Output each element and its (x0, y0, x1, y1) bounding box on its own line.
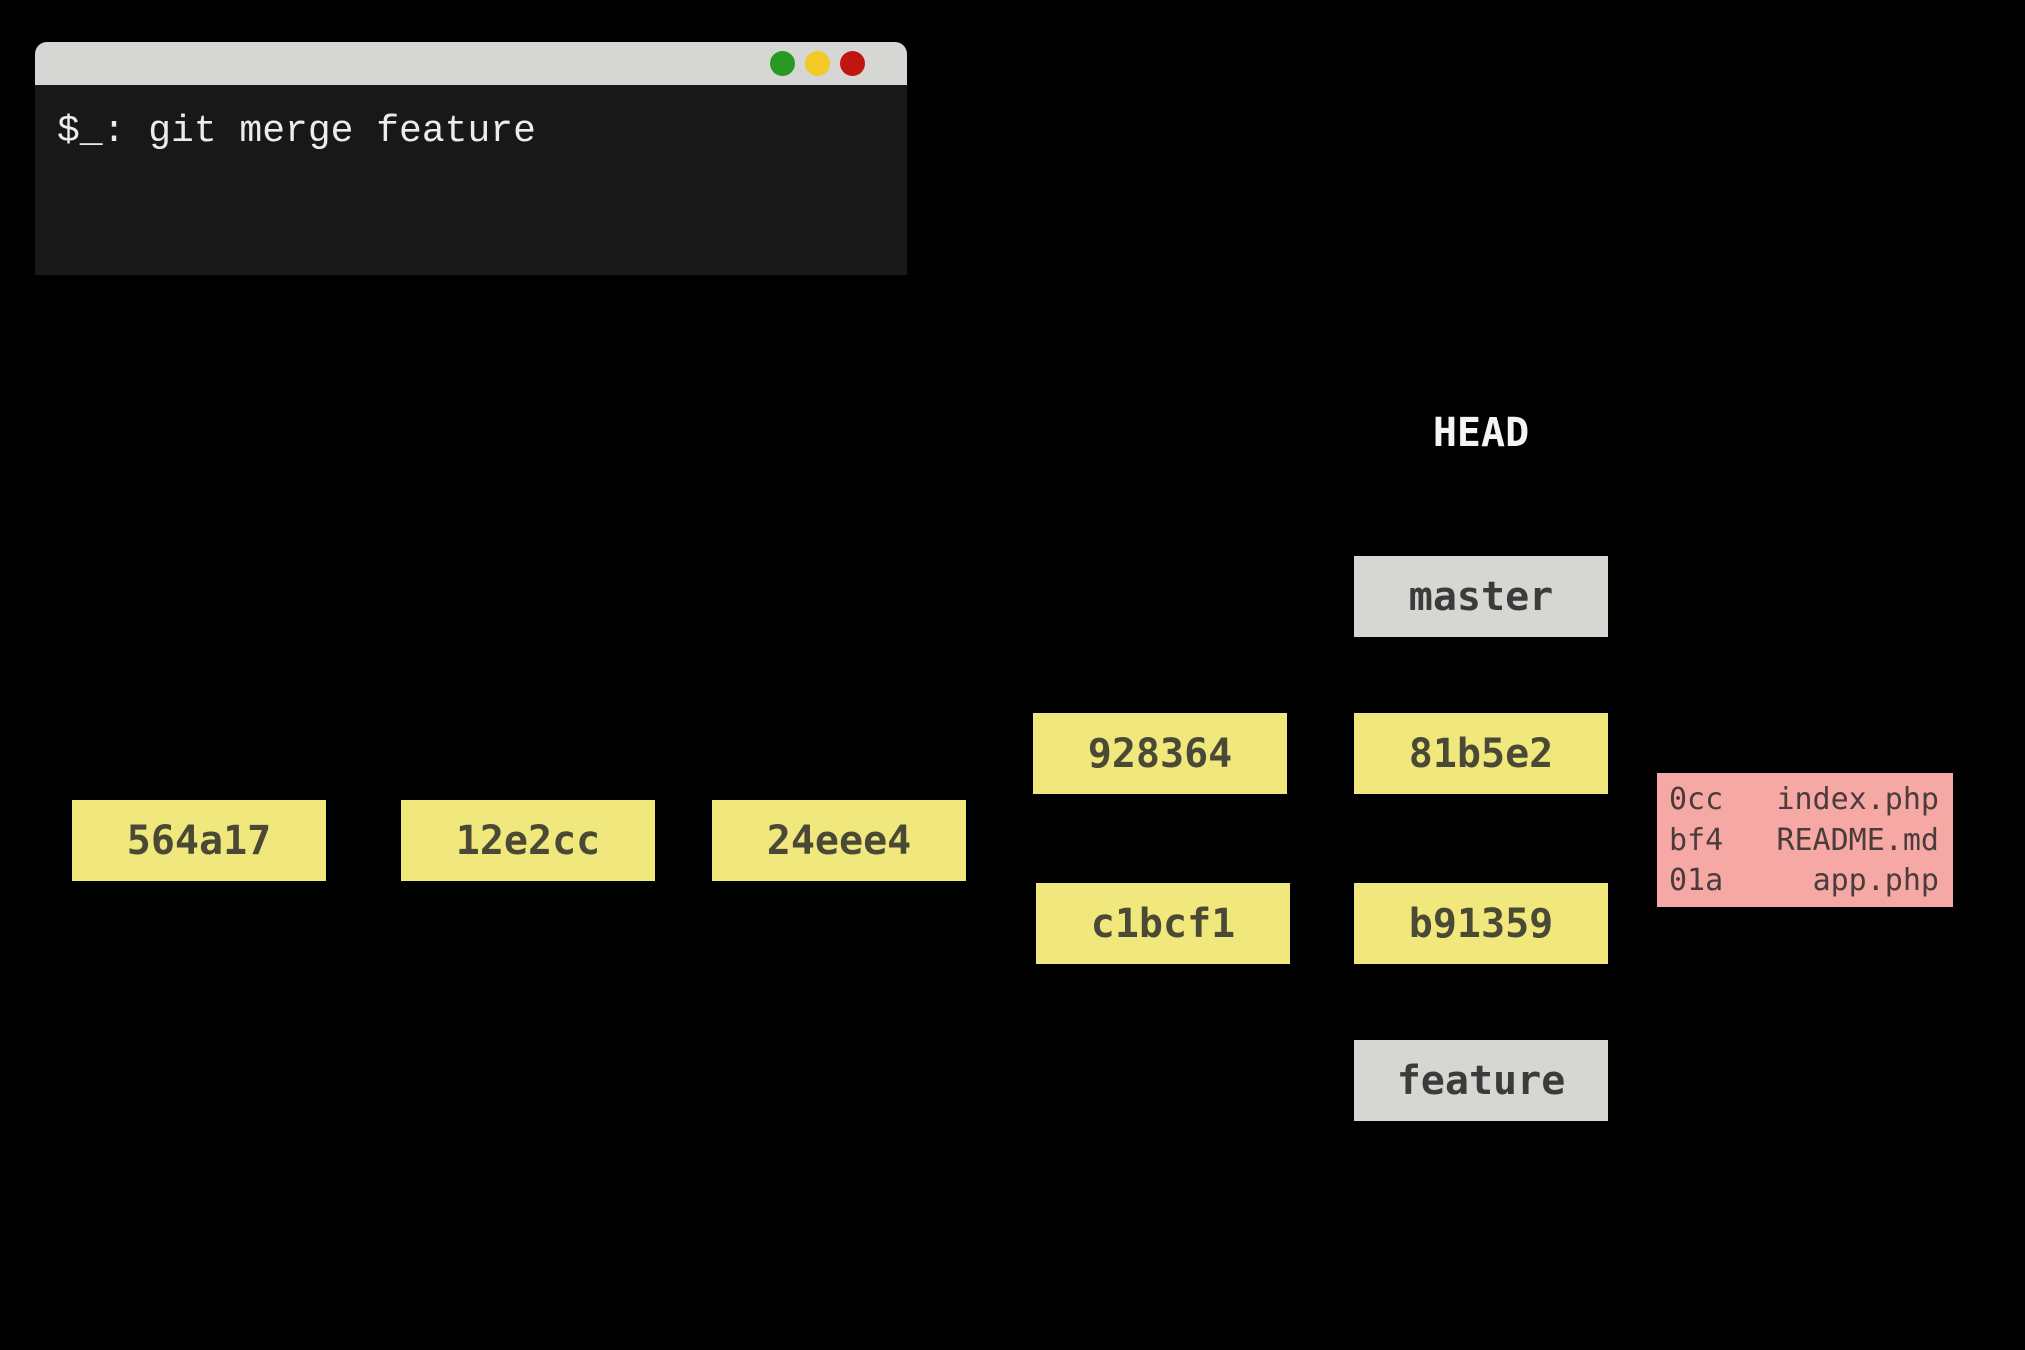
traffic-light-red-icon (840, 51, 865, 76)
commit-node: 928364 (1033, 713, 1287, 794)
commit-node: 81b5e2 (1354, 713, 1608, 794)
branch-label-feature: feature (1354, 1040, 1608, 1121)
terminal-command: $_: git merge feature (35, 85, 907, 275)
commit-node: 12e2cc (401, 800, 655, 881)
changed-file-row: bf4 README.md (1669, 823, 1939, 858)
branch-label-master: master (1354, 556, 1608, 637)
commit-node: c1bcf1 (1036, 883, 1290, 964)
changed-file-row: 0cc index.php (1669, 782, 1939, 817)
commit-node: 24eee4 (712, 800, 966, 881)
terminal-window: $_: git merge feature (35, 42, 907, 275)
file-hash: bf4 (1669, 822, 1724, 858)
commit-node: b91359 (1354, 883, 1608, 964)
changed-file-row: 01a app.php (1669, 863, 1939, 898)
head-label: HEAD (1432, 410, 1530, 456)
file-hash: 0cc (1669, 782, 1724, 817)
traffic-light-green-icon (770, 51, 795, 76)
file-name: index.php (1776, 782, 1939, 817)
file-name: app.php (1812, 863, 1939, 898)
traffic-light-yellow-icon (805, 51, 830, 76)
file-hash: 01a (1669, 863, 1724, 898)
changed-files-box: 0cc index.php bf4 README.md 01a app.php (1657, 773, 1953, 907)
commit-node: 564a17 (72, 800, 326, 881)
terminal-titlebar (35, 42, 907, 85)
file-name: README.md (1776, 822, 1939, 858)
